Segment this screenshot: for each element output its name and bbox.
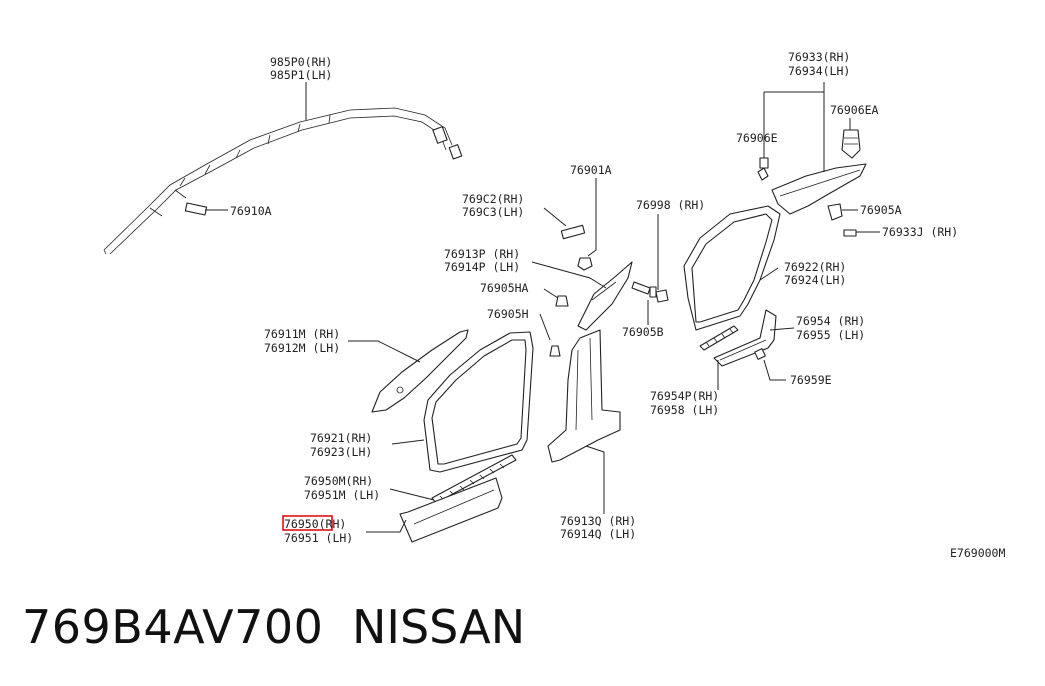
clip-76906ea-part bbox=[841, 129, 861, 159]
clip-76998-part bbox=[655, 289, 669, 303]
label-76955: 76955 (LH) bbox=[796, 328, 865, 342]
clip-76905ha-part bbox=[555, 295, 569, 307]
label-76924: 76924(LH) bbox=[784, 273, 846, 287]
label-76906e: 76906E bbox=[736, 131, 778, 145]
leader-lines bbox=[205, 82, 880, 533]
diagram-code: E769000M bbox=[950, 546, 1005, 560]
label-76905ha: 76905HA bbox=[480, 281, 529, 295]
label-76906ea: 76906EA bbox=[830, 103, 879, 117]
label-76934: 76934(LH) bbox=[788, 64, 850, 78]
kicking-plate-part bbox=[399, 477, 503, 543]
label-76998: 76998 (RH) bbox=[636, 198, 705, 212]
label-76954p: 76954P(RH) bbox=[650, 389, 719, 403]
label-76901a: 76901A bbox=[570, 163, 612, 177]
clip-76905a-part bbox=[827, 203, 843, 221]
clip-76933j-part bbox=[843, 229, 857, 237]
label-76905h: 76905H bbox=[487, 307, 529, 321]
label-76959e: 76959E bbox=[790, 373, 832, 387]
label-76905a: 76905A bbox=[860, 203, 902, 217]
label-76923: 76923(LH) bbox=[310, 445, 372, 459]
clip-76901a-part bbox=[577, 257, 593, 271]
screw-76905b-part bbox=[631, 281, 657, 298]
label-76913p: 76913P (RH) bbox=[444, 247, 520, 261]
rear-kicking-plate-part bbox=[713, 309, 777, 367]
label-76950: 76950(RH) bbox=[284, 517, 346, 531]
clip-76959e-part bbox=[754, 348, 766, 360]
label-76958: 76958 (LH) bbox=[650, 403, 719, 417]
label-76951: 76951 (LH) bbox=[284, 531, 353, 545]
label-769c3: 769C3(LH) bbox=[462, 205, 524, 219]
front-door-welt-part bbox=[423, 331, 534, 473]
label-76951m: 76951M (LH) bbox=[304, 488, 380, 502]
label-985p0: 985P0(RH) bbox=[270, 55, 332, 69]
label-76910a: 76910A bbox=[230, 204, 272, 218]
label-76950m: 76950M(RH) bbox=[304, 474, 373, 488]
label-76922: 76922(RH) bbox=[784, 260, 846, 274]
label-76912m: 76912M (LH) bbox=[264, 341, 340, 355]
a-pillar-garnish-part bbox=[371, 329, 469, 413]
label-76913q: 76913Q (RH) bbox=[560, 514, 636, 528]
label-985p1: 985P1(LH) bbox=[270, 68, 332, 82]
center-pillar-upper-part bbox=[577, 261, 633, 331]
rear-pillar-garnish-part bbox=[771, 163, 867, 215]
center-pillar-lower-part bbox=[547, 329, 621, 463]
rear-door-welt-part bbox=[683, 205, 781, 331]
clip-76905h-part bbox=[549, 345, 561, 357]
label-76921: 76921(RH) bbox=[310, 431, 372, 445]
label-76933: 76933(RH) bbox=[788, 50, 850, 64]
label-76914p: 76914P (LH) bbox=[444, 260, 520, 274]
label-76954: 76954 (RH) bbox=[796, 314, 865, 328]
brand-name: NISSAN bbox=[352, 600, 526, 654]
cap-769c2-part bbox=[560, 224, 586, 240]
label-769c2: 769C2(RH) bbox=[462, 192, 524, 206]
label-76905b: 76905B bbox=[622, 325, 664, 339]
rear-kicking-plate-inner-part bbox=[699, 325, 739, 351]
label-76933j: 76933J (RH) bbox=[882, 225, 958, 239]
part-number: 769B4AV700 bbox=[22, 600, 324, 654]
label-76911m: 76911M (RH) bbox=[264, 327, 340, 341]
label-76914q: 76914Q (LH) bbox=[560, 527, 636, 541]
curtain-airbag-part bbox=[103, 107, 463, 255]
clip-76906e-part bbox=[757, 157, 769, 181]
highlight-76950-box bbox=[282, 515, 333, 531]
